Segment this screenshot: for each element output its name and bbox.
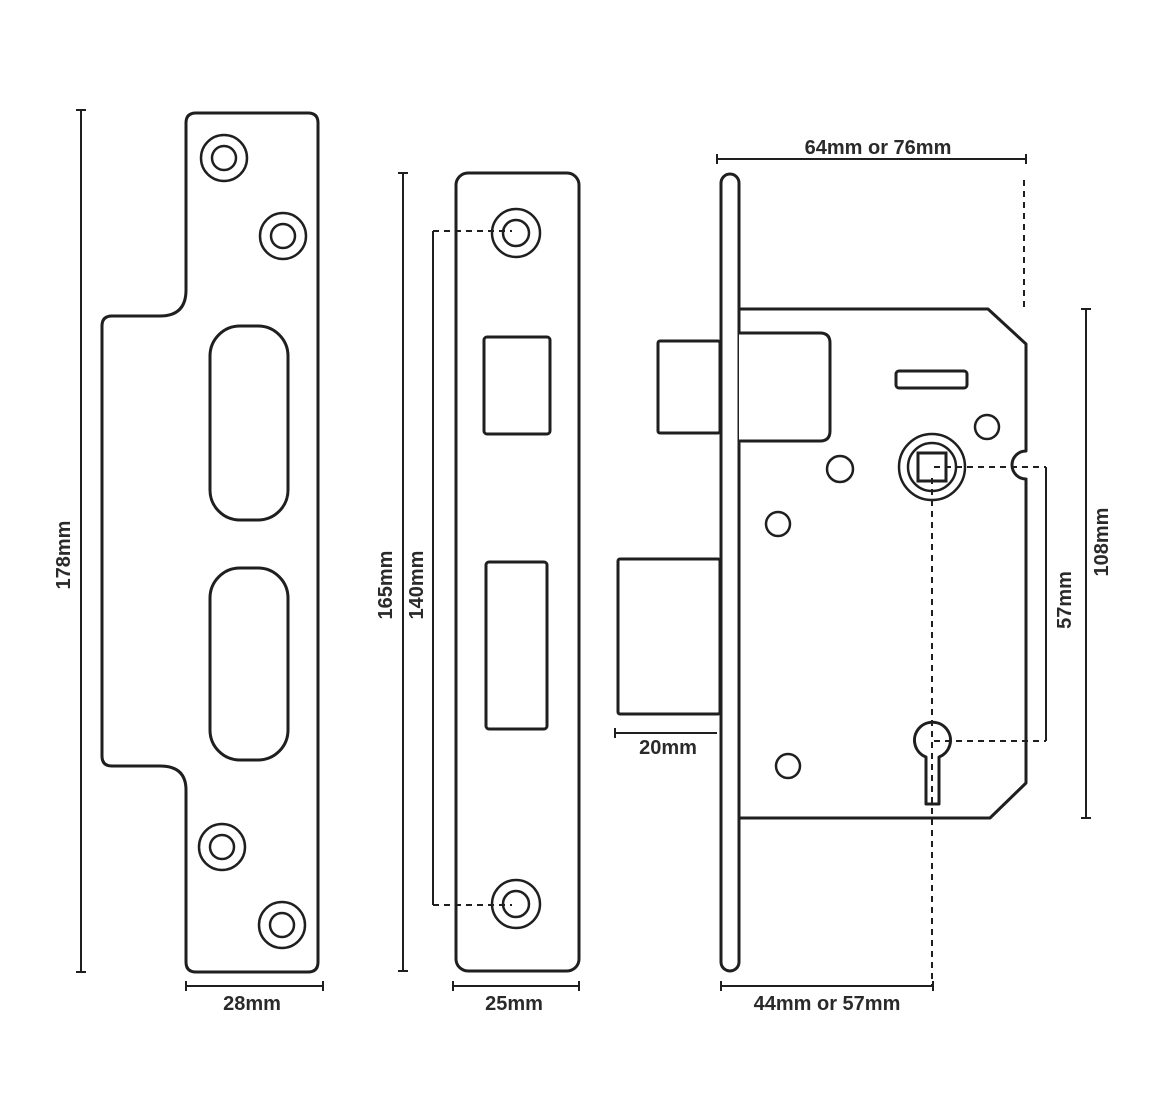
- forend-width-label: 25mm: [485, 993, 543, 1015]
- deadbolt-body: [739, 331, 832, 443]
- forend-plate: [454, 171, 581, 973]
- strike-plate: [100, 111, 320, 974]
- case-depth-dimension: 64mm or 76mm: [716, 137, 1027, 309]
- strike-height-label: 178mm: [53, 521, 75, 590]
- strike-slot-lower: [208, 566, 290, 762]
- strike-slot-upper: [208, 324, 290, 522]
- bolt-throw-dimension: 20mm: [614, 728, 717, 759]
- case-height-label: 108mm: [1091, 508, 1113, 577]
- bolt-throw-label: 20mm: [639, 737, 697, 759]
- forend-centres-dimension: 140mm: [406, 230, 512, 906]
- screw-hole-icon: [197, 822, 247, 872]
- centres-label: 57mm: [1054, 571, 1076, 629]
- latch-bolt: [616, 557, 722, 716]
- backset-dimension: 44mm or 57mm: [720, 478, 934, 1015]
- backset-label: 44mm or 57mm: [754, 993, 901, 1015]
- forend-height-dimension: 165mm: [375, 172, 408, 972]
- fixing-hole-icon: [774, 752, 802, 780]
- fixing-hole-icon: [825, 454, 855, 484]
- deadbolt: [656, 339, 722, 435]
- strike-width-label: 28mm: [223, 993, 281, 1015]
- centres-dimension: 57mm: [934, 466, 1076, 742]
- case-height-dimension: 108mm: [1081, 308, 1113, 819]
- forend-height-label: 165mm: [375, 551, 397, 620]
- forend-width-dimension: 25mm: [452, 981, 580, 1015]
- case-depth-label: 64mm or 76mm: [805, 137, 952, 159]
- screw-hole-icon: [257, 900, 307, 950]
- screw-hole-icon: [490, 878, 542, 930]
- screw-hole-icon: [199, 133, 249, 183]
- fixing-hole-icon: [973, 413, 1001, 441]
- strike-width-dimension: 28mm: [185, 981, 324, 1015]
- forend-centres-label: 140mm: [406, 551, 428, 620]
- keyhole-icon: [913, 720, 952, 806]
- lock-forend: [719, 172, 741, 973]
- sashlock-body: [616, 172, 1028, 973]
- deadlock-slot: [894, 369, 969, 390]
- screw-hole-icon: [490, 207, 542, 259]
- fixing-hole-icon: [764, 510, 792, 538]
- forend-slot-lower: [484, 560, 549, 731]
- forend-slot-upper: [482, 335, 552, 436]
- strike-height-dimension: 178mm: [53, 109, 86, 973]
- screw-hole-icon: [258, 211, 308, 261]
